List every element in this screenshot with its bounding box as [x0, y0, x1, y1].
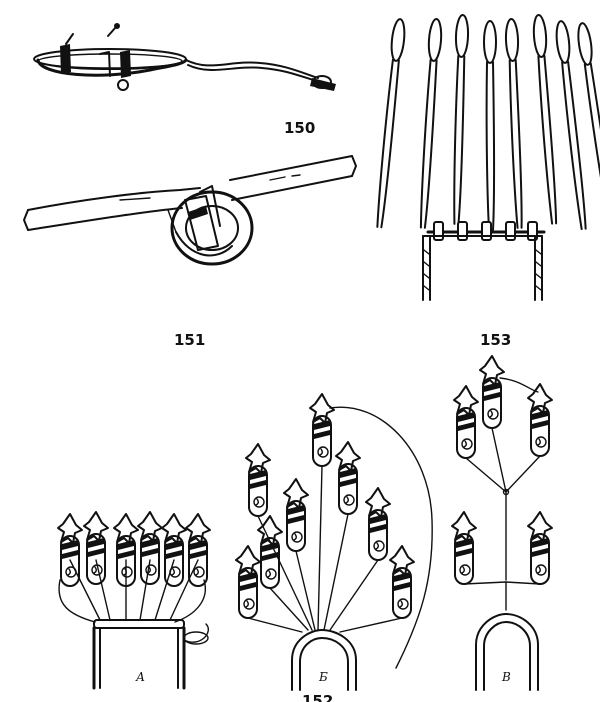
figure-150 [33, 23, 336, 91]
figure-152-a [57, 511, 211, 690]
figure-151-number: 151 [174, 331, 205, 349]
figure-152-part-a-label: А [135, 670, 145, 684]
figure-153-number: 153 [480, 331, 511, 349]
figure-153 [371, 13, 600, 301]
figure-151 [23, 155, 357, 266]
figure-152-number: 152 [302, 692, 333, 702]
figure-152-part-c-label: В [501, 670, 511, 684]
figure-150-number: 150 [284, 119, 315, 137]
figure-152-part-b-label: Б [318, 670, 328, 684]
figure-152-c [451, 355, 553, 691]
figure-152-b [235, 393, 433, 691]
